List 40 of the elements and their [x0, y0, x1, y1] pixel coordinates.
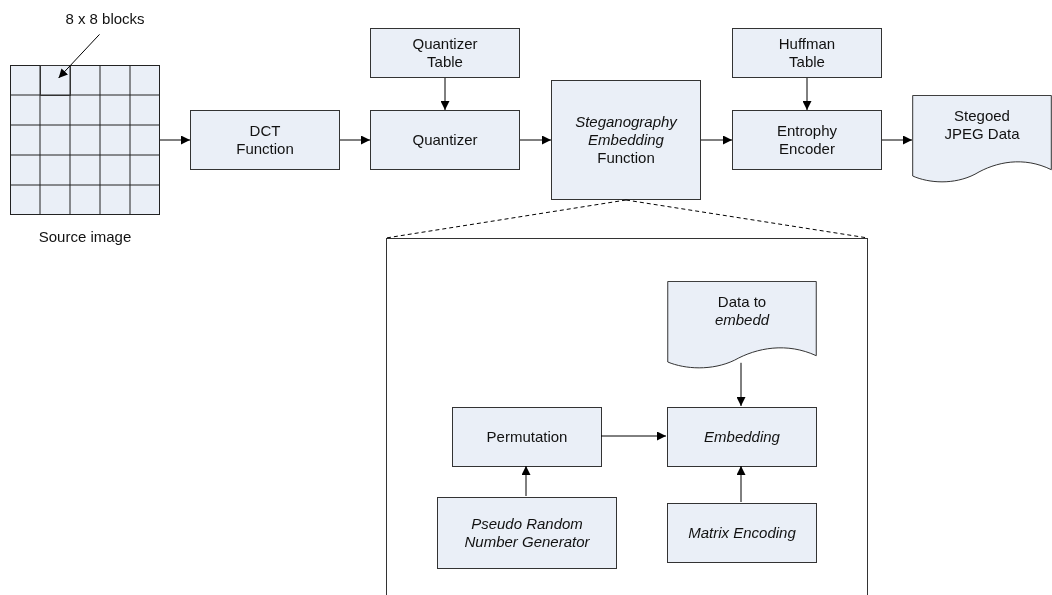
process-box	[437, 497, 617, 569]
node-label: Huffman Table	[777, 35, 837, 71]
process-box	[452, 407, 602, 467]
arrow	[802, 77, 812, 111]
node-label: Data to embedd	[713, 293, 771, 329]
node-label: Stegoed JPEG Data	[943, 107, 1021, 143]
image-caption: Source image	[37, 228, 133, 246]
node-label: Matrix Encoding	[688, 524, 796, 542]
node-label: DCT Function	[235, 122, 295, 158]
process-box	[732, 110, 882, 170]
process-box	[667, 407, 817, 467]
arrow	[519, 135, 552, 145]
arrow	[159, 135, 191, 145]
process-box	[190, 110, 340, 170]
arrow	[736, 465, 746, 503]
arrow	[700, 135, 733, 145]
node-label: Permutation	[486, 428, 568, 446]
node-label: Steganography Embedding Function	[574, 113, 679, 167]
process-box	[370, 28, 520, 78]
arrow	[440, 77, 450, 111]
leader-line	[58, 33, 100, 79]
document-shape	[667, 281, 817, 371]
node-label: Quantizer Table	[411, 35, 479, 71]
node-label: Entrophy Encoder	[775, 122, 838, 158]
process-box	[370, 110, 520, 170]
arrow	[339, 135, 371, 145]
document-shape	[912, 95, 1052, 185]
grid-cell	[40, 65, 71, 96]
process-box	[667, 503, 817, 563]
arrow	[600, 431, 667, 441]
process-box	[551, 80, 701, 200]
node-label: Embedding	[704, 428, 780, 446]
arrow	[521, 465, 531, 497]
annotation-text: 8 x 8 blocks	[50, 8, 160, 30]
detail-panel	[386, 238, 868, 595]
arrow	[736, 362, 746, 407]
node-label: Pseudo Random Number Generator	[463, 515, 591, 551]
process-box	[732, 28, 882, 78]
node-label: Quantizer	[412, 131, 478, 149]
arrow	[881, 135, 913, 145]
